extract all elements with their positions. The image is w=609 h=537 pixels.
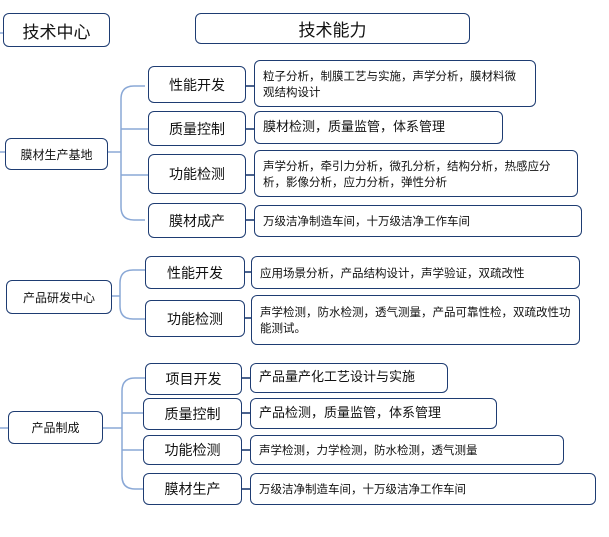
section-center-product-manufacturing: 产品制成 (8, 411, 103, 444)
detail-box: 产品检测，质量监管，体系管理 (250, 398, 497, 429)
tech-capability-title: 技术能力 (195, 13, 470, 44)
connector-line (119, 269, 145, 320)
detail-box: 产品量产化工艺设计与实施 (250, 363, 448, 393)
category-function-testing: 功能检测 (145, 300, 245, 337)
category-film-production: 膜材成产 (148, 203, 246, 238)
detail-box: 声学分析，牵引力分析，微孔分析，结构分析，热感应分析，影像分析，应力分析，弹性分… (254, 150, 578, 197)
category-performance-development: 性能开发 (148, 66, 246, 103)
category-quality-control: 质量控制 (143, 398, 242, 430)
category-project-development: 项目开发 (145, 363, 242, 395)
detail-box: 声学检测，力学检测，防水检测，透气测量 (250, 435, 564, 465)
section-center-film-production-base: 膜材生产基地 (5, 138, 108, 170)
category-function-testing: 功能检测 (148, 154, 246, 194)
connector-line (121, 377, 145, 490)
tech-center-title: 技术中心 (3, 13, 110, 47)
category-function-testing: 功能检测 (143, 435, 242, 465)
detail-box: 膜材检测，质量监管，体系管理 (254, 111, 503, 144)
connector-line (120, 85, 145, 221)
category-quality-control: 质量控制 (148, 111, 246, 146)
category-performance-development: 性能开发 (145, 256, 245, 289)
detail-box: 声学检测，防水检测，透气测量，产品可靠性检，双疏改性功能测试。 (251, 295, 580, 345)
section-center-product-rd: 产品研发中心 (6, 280, 112, 314)
category-film-production: 膜材生产 (143, 473, 242, 505)
detail-box: 万级洁净制造车间，十万级洁净工作车间 (250, 473, 596, 505)
detail-box: 万级洁净制造车间，十万级洁净工作车间 (254, 205, 582, 237)
detail-box: 粒子分析，制膜工艺与实施，声学分析，膜材料微观结构设计 (254, 60, 536, 107)
detail-box: 应用场景分析，产品结构设计，声学验证，双疏改性 (251, 256, 580, 289)
